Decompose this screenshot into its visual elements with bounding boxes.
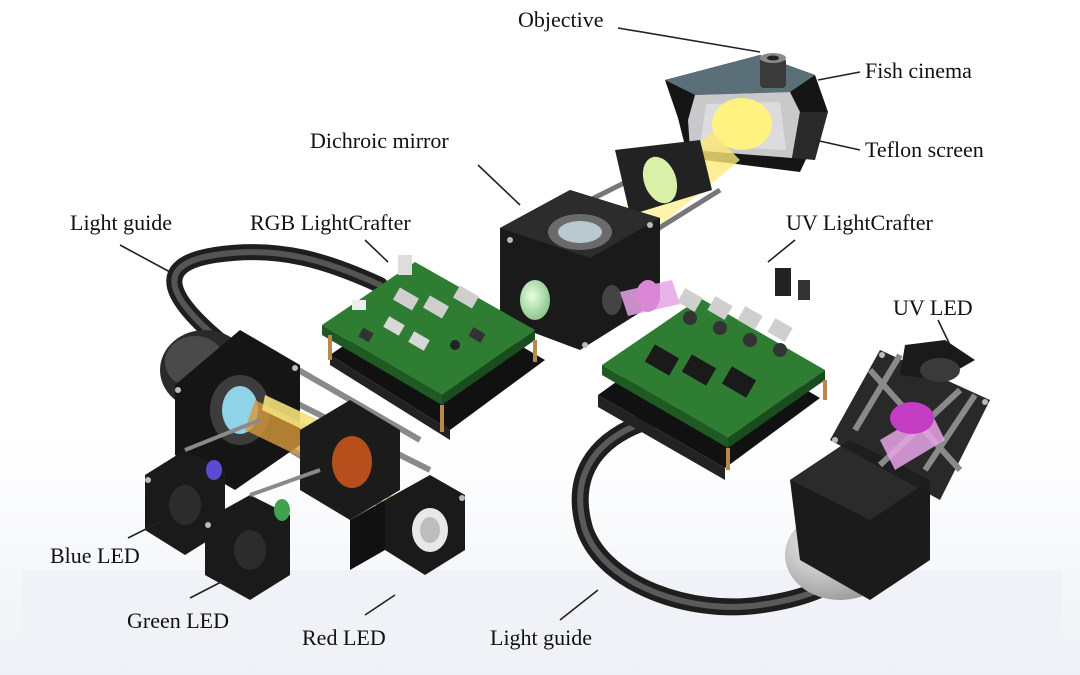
- leader-uv-led: [937, 319, 951, 346]
- leader-teflon-screen: [814, 139, 861, 151]
- label-light-guide-top: Light guide: [70, 210, 173, 235]
- leader-light-guide-bottom: [559, 589, 599, 621]
- leader-blue-led: [127, 521, 161, 539]
- label-rgb-lightcrafter: RGB LightCrafter: [250, 210, 411, 235]
- uv-led-assembly: [785, 340, 990, 600]
- light-guide-cable-uv-highlight: [577, 417, 843, 610]
- leader-fish-cinema: [817, 71, 861, 81]
- label-blue-led: Blue LED: [50, 543, 140, 568]
- rgb-lightcrafter: [322, 255, 545, 440]
- mirror-port-lens: [520, 280, 550, 320]
- dichroic-mirror-cube: [500, 140, 722, 350]
- label-uv-led: UV LED: [893, 295, 973, 320]
- leader-green-led: [189, 579, 226, 599]
- label-light-guide-bottom: Light guide: [490, 625, 593, 650]
- uv-led-lens: [890, 402, 934, 434]
- label-uv-lightcrafter: UV LightCrafter: [786, 210, 933, 235]
- leader-uv-lightcrafter: [767, 239, 796, 263]
- uv-projector-lens: [636, 280, 660, 312]
- leader-light-guide-top: [119, 244, 171, 273]
- rgb-led-assembly: [145, 330, 465, 600]
- leader-lines: [119, 27, 951, 621]
- light-guide-cable-rgb-highlight: [171, 249, 383, 348]
- label-red-led: Red LED: [302, 625, 386, 650]
- label-objective: Objective: [518, 7, 604, 32]
- leader-objective: [617, 27, 761, 53]
- label-green-led: Green LED: [127, 608, 230, 633]
- label-dichroic-mirror: Dichroic mirror: [310, 128, 449, 153]
- label-fish-cinema: Fish cinema: [865, 58, 972, 83]
- leader-rgb-lightcrafter: [364, 239, 389, 263]
- uv-lightcrafter: [598, 268, 827, 480]
- leader-dichroic-mirror: [477, 164, 521, 206]
- label-teflon-screen: Teflon screen: [865, 137, 984, 162]
- objective-lens: [760, 58, 786, 88]
- leader-red-led: [364, 594, 396, 616]
